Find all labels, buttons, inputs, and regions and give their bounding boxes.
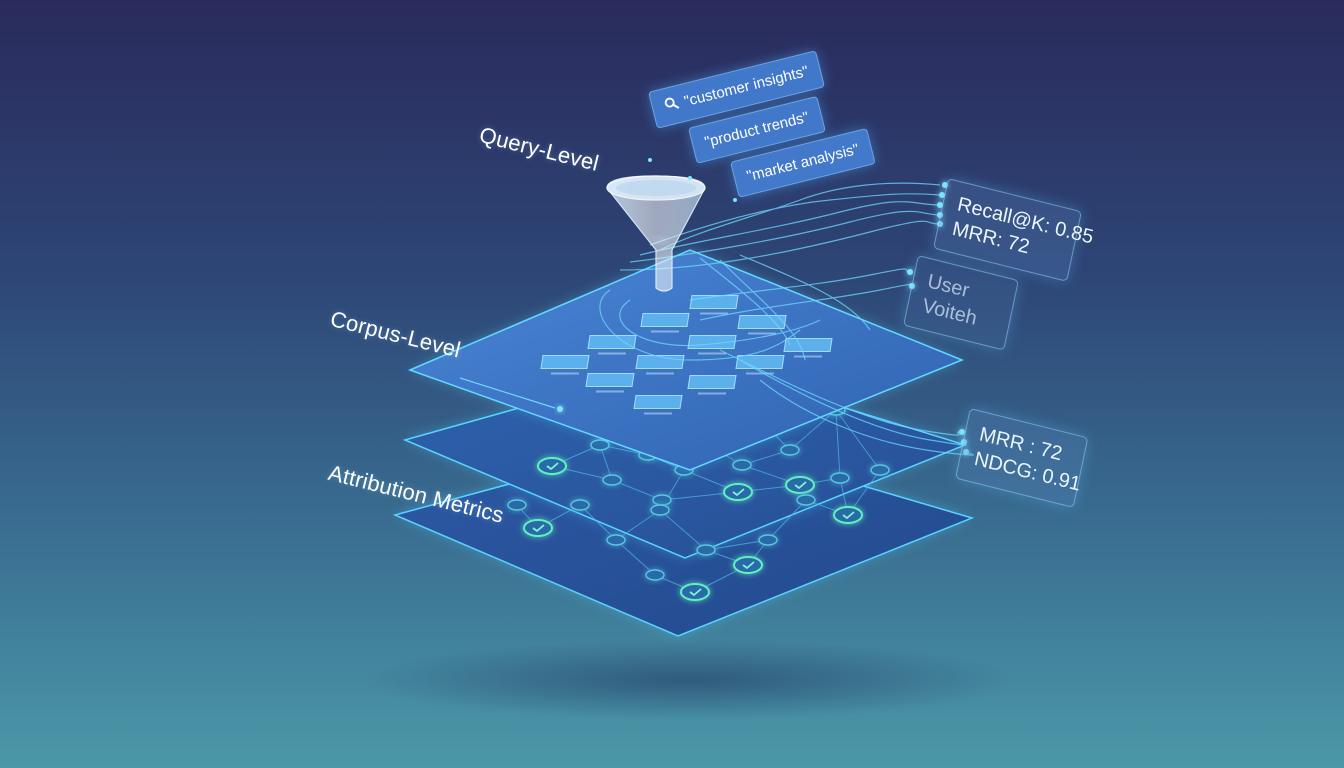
tile-caption — [551, 372, 579, 375]
check-circle-icon — [696, 544, 716, 556]
check-circle-icon — [733, 556, 763, 574]
check-circle-icon — [833, 506, 863, 524]
document-tile — [585, 373, 635, 387]
check-circle-icon — [652, 494, 672, 506]
tile-caption — [698, 352, 726, 355]
check-circle-icon — [723, 483, 753, 501]
document-tile — [737, 315, 787, 329]
document-tile — [689, 295, 739, 309]
check-circle-icon — [507, 499, 527, 511]
network-edge — [611, 479, 663, 501]
check-circle-icon — [602, 474, 622, 486]
tile-caption — [748, 332, 776, 335]
document-tile — [587, 335, 637, 349]
network-edge — [659, 509, 707, 551]
network-edge — [599, 444, 613, 481]
check-circle-icon — [680, 583, 710, 601]
tile-caption — [746, 372, 774, 375]
tile-caption — [644, 412, 672, 415]
check-circle-icon — [758, 534, 778, 546]
network-edge — [767, 499, 807, 541]
network-edge — [835, 409, 881, 471]
check-circle-icon — [645, 569, 665, 581]
check-circle-icon — [590, 439, 610, 451]
network-edge — [789, 409, 837, 451]
funnel-icon — [606, 175, 706, 292]
check-circle-icon — [785, 476, 815, 494]
check-circle-icon — [830, 472, 850, 484]
document-tile — [540, 355, 590, 369]
check-circle-icon — [523, 519, 553, 537]
tile-caption — [651, 330, 679, 333]
tile-caption — [794, 355, 822, 358]
network-edge — [615, 539, 656, 576]
tile-caption — [698, 392, 726, 395]
label-pointers — [459, 377, 556, 409]
check-circle-icon — [780, 444, 800, 456]
network-nodes — [507, 404, 890, 601]
flow-lines — [599, 182, 975, 456]
tile-caption — [646, 372, 674, 375]
connector-dots — [907, 182, 969, 455]
document-tile — [633, 395, 683, 409]
check-circle-icon — [570, 499, 590, 511]
document-tiles — [540, 295, 833, 415]
search-icon — [663, 95, 681, 116]
floor-shadow — [360, 640, 1020, 720]
network-edge — [615, 509, 661, 541]
network-edge — [579, 504, 617, 541]
check-circle-icon — [537, 457, 567, 475]
check-circle-icon — [870, 464, 890, 476]
query-dots — [648, 158, 737, 202]
tile-caption — [700, 312, 728, 315]
network-edge — [835, 409, 841, 479]
document-tile — [687, 375, 737, 389]
document-tile — [635, 355, 685, 369]
check-circle-icon — [796, 494, 816, 506]
check-circle-icon — [606, 534, 626, 546]
network-edge — [705, 539, 769, 551]
tile-caption — [596, 390, 624, 393]
tile-caption — [598, 352, 626, 355]
pointer-dot — [557, 406, 563, 412]
document-tile — [783, 338, 833, 352]
check-circle-icon — [650, 504, 670, 516]
check-circle-icon — [732, 459, 752, 471]
query-chip-customer-insights[interactable]: "customer insights" — [648, 50, 826, 129]
document-tile — [640, 313, 690, 327]
